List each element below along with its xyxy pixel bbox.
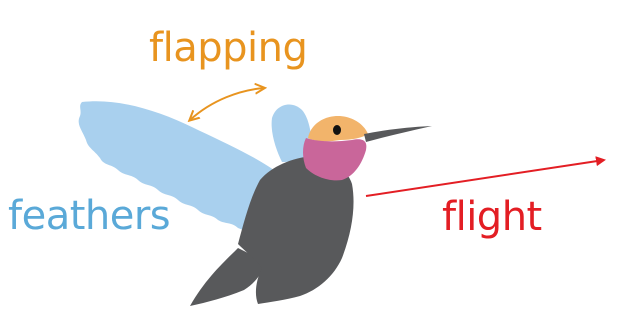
feathers-label: feathers <box>8 196 170 236</box>
flight-label: flight <box>442 197 542 237</box>
flapping-label: flapping <box>149 28 307 68</box>
eye <box>333 125 341 135</box>
flapping-arrow-icon <box>190 88 264 120</box>
flight-arrow-icon <box>366 160 604 196</box>
beak <box>364 126 432 142</box>
